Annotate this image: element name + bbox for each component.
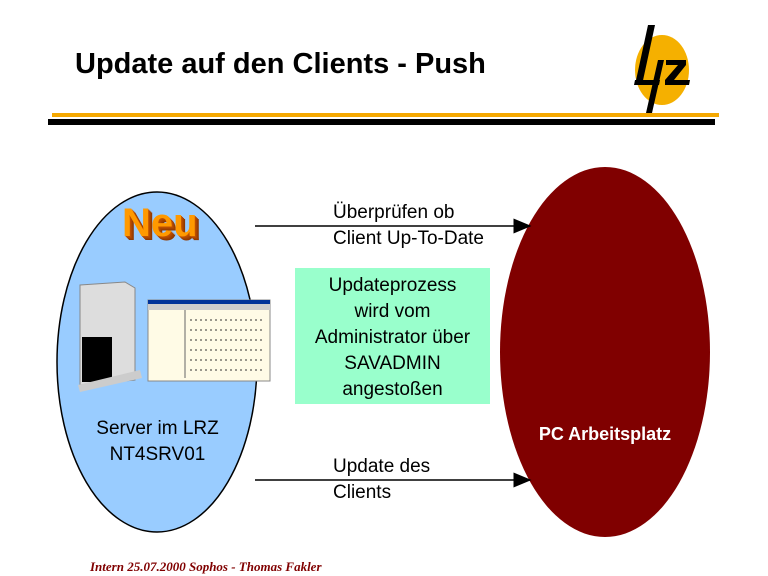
check-label-line1: Überprüfen ob (333, 202, 455, 223)
server-label: Server im LRZ NT4SRV01 (60, 416, 255, 468)
process-line: SAVADMIN (344, 353, 441, 374)
slide-title: Update auf den Clients - Push (75, 48, 486, 80)
header-rule-orange (52, 113, 719, 117)
check-label: Überprüfen ob Client Up-To-Date (333, 200, 484, 252)
process-line: Updateprozess (328, 275, 457, 296)
update-label-line1: Update des (333, 456, 431, 477)
process-line: angestoßen (342, 379, 443, 400)
server-host: NT4SRV01 (109, 444, 206, 465)
server-tower-icon (78, 281, 142, 392)
pc-ellipse (500, 167, 710, 537)
header-rule-black (48, 119, 715, 125)
process-line: Administrator über (314, 327, 471, 348)
lrz-logo (634, 25, 690, 113)
admin-window-screenshot (147, 299, 271, 382)
update-label: Update des Clients (333, 454, 430, 506)
check-label-line2: Client Up-To-Date (333, 228, 484, 249)
update-label-line2: Clients (333, 482, 392, 503)
neu-badge: Neu (122, 201, 198, 245)
process-line: wird vom (354, 301, 431, 322)
process-note: Updateprozess wird vom Administrator übe… (295, 268, 490, 404)
footer: Intern 25.07.2000 Sophos - Thomas Fakler (90, 559, 322, 574)
server-name: Server im LRZ (96, 418, 219, 439)
pc-label: PC Arbeitsplatz (538, 424, 672, 444)
